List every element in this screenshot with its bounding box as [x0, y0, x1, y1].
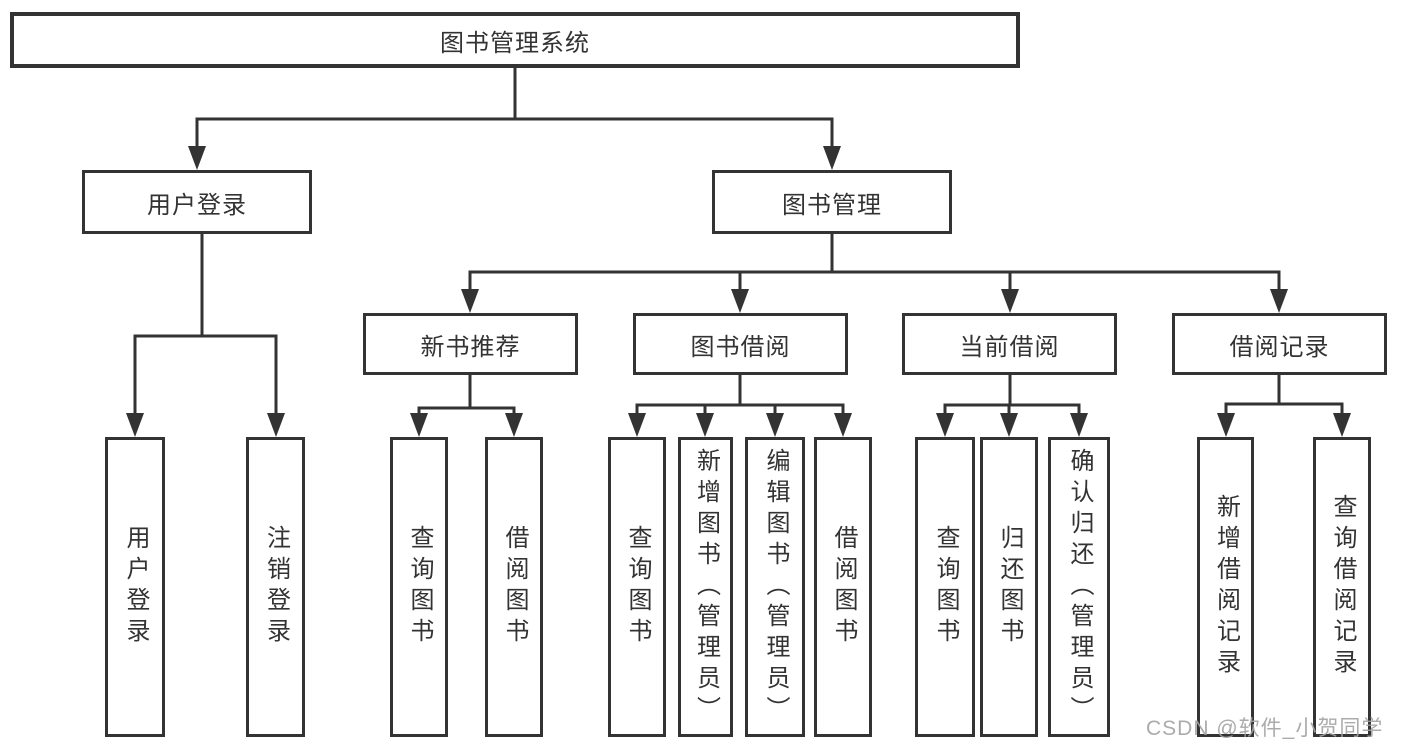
connector-mgmt-to-level3 — [461, 234, 1288, 313]
connector-recommend-to-leaves — [410, 375, 523, 437]
leaf-borrow-books-label: 借阅图书 — [501, 525, 528, 649]
node-new-book-recommend: 新书推荐 — [363, 313, 578, 375]
node-current-borrow-label: 当前借阅 — [959, 333, 1060, 361]
leaf-return-books: 归还图书 — [980, 437, 1038, 737]
node-current-borrow: 当前借阅 — [902, 313, 1117, 375]
connector-borrow-to-leaves — [628, 375, 852, 437]
node-new-book-recommend-label: 新书推荐 — [420, 333, 521, 361]
leaf-borrow-books-2-label: 借阅图书 — [830, 525, 857, 649]
leaf-query-borrow-record: 查询借阅记录 — [1313, 437, 1371, 737]
connector-current-to-leaves — [936, 375, 1088, 437]
leaf-query-books-3-label: 查询图书 — [932, 525, 959, 649]
node-book-management: 图书管理 — [712, 170, 952, 234]
leaf-add-books-admin-label: 新增图书（管理员） — [692, 447, 720, 727]
leaf-add-borrow-record-label: 新增借阅记录 — [1212, 494, 1240, 680]
node-book-management-label: 图书管理 — [782, 191, 882, 219]
node-user-login-label: 用户登录 — [147, 191, 247, 219]
leaf-edit-books-admin-label: 编辑图书（管理员） — [762, 447, 789, 727]
leaf-add-books-admin: 新增图书（管理员） — [678, 437, 733, 737]
leaf-user-login: 用户登录 — [105, 437, 165, 737]
leaf-query-books-label: 查询图书 — [406, 525, 433, 649]
leaf-logout-label: 注销登录 — [262, 525, 290, 649]
leaf-query-books: 查询图书 — [390, 437, 448, 737]
node-root-label: 图书管理系统 — [440, 29, 590, 57]
node-user-login: 用户登录 — [82, 170, 312, 234]
leaf-confirm-return-admin: 确认归还（管理员） — [1048, 437, 1110, 737]
leaf-edit-books-admin: 编辑图书（管理员） — [745, 437, 805, 737]
leaf-query-borrow-record-label: 查询借阅记录 — [1329, 494, 1356, 680]
leaf-query-books-2: 查询图书 — [608, 437, 666, 737]
node-book-borrow: 图书借阅 — [633, 313, 848, 375]
node-root: 图书管理系统 — [10, 12, 1020, 68]
leaf-borrow-books: 借阅图书 — [485, 437, 543, 737]
leaf-user-login-label: 用户登录 — [122, 525, 149, 649]
connector-login-to-leaves — [126, 234, 285, 437]
leaf-logout: 注销登录 — [246, 437, 305, 737]
leaf-confirm-return-admin-label: 确认归还（管理员） — [1066, 447, 1093, 727]
node-borrow-records: 借阅记录 — [1172, 313, 1387, 375]
node-borrow-records-label: 借阅记录 — [1229, 333, 1330, 361]
node-book-borrow-label: 图书借阅 — [690, 333, 791, 361]
leaf-query-books-3: 查询图书 — [915, 437, 975, 737]
watermark: CSDN @软件_小贺同学 — [1146, 717, 1384, 740]
leaf-return-books-label: 归还图书 — [996, 525, 1023, 649]
connector-root-to-level2 — [188, 68, 841, 170]
leaf-query-books-2-label: 查询图书 — [624, 525, 651, 649]
leaf-add-borrow-record: 新增借阅记录 — [1197, 437, 1254, 737]
leaf-borrow-books-2: 借阅图书 — [814, 437, 872, 737]
connector-records-to-leaves — [1217, 375, 1351, 437]
